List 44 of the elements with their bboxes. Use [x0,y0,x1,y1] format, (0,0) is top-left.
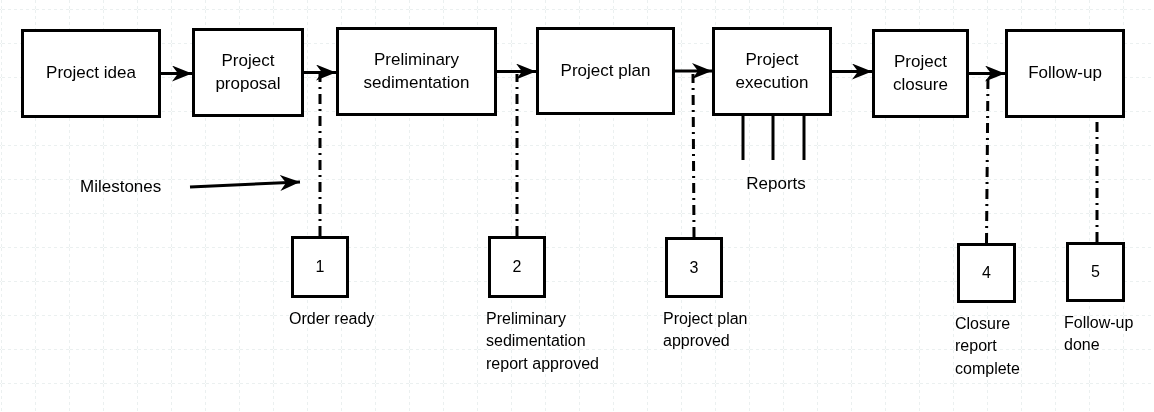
process-box [21,29,161,118]
arrow [161,65,192,82]
process-box [336,27,497,116]
arrow [304,64,336,81]
connector-line [771,116,775,160]
process-box [192,28,304,117]
box-text: Follow-up [1027,62,1103,85]
milestone-box [957,243,1016,303]
box-text: 5 [1090,262,1101,283]
box-text: 4 [981,263,992,284]
process-box [872,29,969,118]
box-text: Project proposal [214,49,282,95]
box-text: 2 [511,257,523,278]
process-box [712,27,832,116]
milestone-caption: Preliminary sedimentation report approved [486,309,600,374]
text-label: Milestones [80,174,190,200]
box-text: Preliminary sedimentation [362,48,471,94]
arrow [497,63,536,80]
arrow [832,63,872,80]
arrow [189,174,301,191]
box-text: Project idea [45,62,137,85]
box-text: Project plan [559,59,652,82]
process-box [536,27,675,115]
text-label: Reports [732,160,820,196]
dash-dot-line [691,74,696,237]
box-text: 1 [314,257,326,278]
process-box [1005,29,1125,118]
milestone-caption: Closure report complete [955,314,1021,379]
connector-line [741,116,745,160]
arrow [969,65,1005,82]
milestone-box [665,237,723,298]
dash-dot-line [515,74,519,236]
box-text: Project execution [734,48,810,94]
arrow [675,63,712,79]
milestone-caption: Follow-up done [1064,313,1135,356]
milestone-box [291,236,349,298]
milestone-box [488,236,546,298]
box-text: Project closure [892,50,949,96]
milestone-box [1066,242,1125,302]
milestone-caption: Order ready [289,309,376,329]
milestone-caption: Project plan approved [663,309,749,352]
dash-dot-line [318,74,322,236]
box-text: 3 [688,257,700,278]
connector-line [802,116,806,160]
